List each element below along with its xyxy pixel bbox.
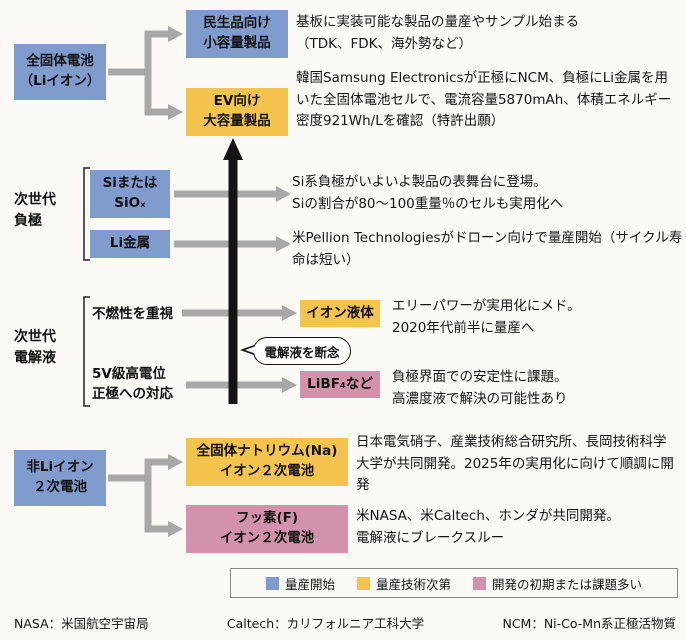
- box-libf4: LiBF₄など: [300, 371, 380, 398]
- desc-consumer: 基板に実装可能な製品の量産やサンプル始まる （TDK、FDK、海外勢など）: [296, 14, 580, 52]
- desc-li-metal: 米Pellion Technologiesがドローン向けで量産開始（サイクル寿命…: [292, 230, 683, 268]
- label-5v-cathode: 5V級高電位 正極への対応: [92, 366, 173, 403]
- legend-swatch-blue: [265, 576, 279, 590]
- desc-ev: 韓国Samsung Electronicsが正極にNCM、負極にLi金属を用いた…: [296, 70, 672, 130]
- desc-si: Si系負極がいよいよ製品の表舞台に登場。 Siの割合が80～100重量％のセルも…: [292, 174, 564, 212]
- box-si-siox: Siまたは SiOₓ: [90, 170, 170, 218]
- branch-arrowheads-nonli: [168, 454, 183, 537]
- box-consumer-small-capacity: 民生品向け 小容量製品: [186, 10, 288, 58]
- footnotes: NASA：米国航空宇宙局 Caltech：カリフォルニア工科大学 NCM：Ni-…: [14, 613, 676, 632]
- branch-arrow-solid-state: [108, 30, 168, 116]
- desc-fluoride-ion: 米NASA、米Caltech、ホンダが共同開発。 電解液にブレークスルー: [356, 508, 620, 546]
- legend: 量産開始 量産技術次第 開発の初期または課題多い: [230, 568, 678, 598]
- legend-label: 量産開始: [284, 576, 335, 592]
- desc-solid-sodium: 日本電気硝子、産業技術総合研究所、長岡技術科学大学が共同開発。2025年の実用化…: [356, 434, 674, 494]
- footnote-caltech: Caltech：カリフォルニア工科大学: [226, 616, 425, 631]
- section-label-anode: 次世代 負極: [14, 192, 56, 229]
- box-fluoride-ion: フッ素(F) イオン２次電池: [186, 505, 348, 553]
- footnote-nasa: NASA：米国航空宇宙局: [14, 616, 149, 631]
- label-nonflammable: 不燃性を重視: [92, 306, 173, 322]
- branch-arrowheads-solid-state: [168, 26, 183, 120]
- legend-item-mass-production: 量産開始: [265, 574, 335, 593]
- box-solid-state-li: 全固体電池 （Liイオン）: [14, 44, 106, 100]
- box-solid-sodium: 全固体ナトリウム(Na) イオン２次電池: [186, 438, 348, 486]
- callout-electrolyte-abandoned: 電解液を断念: [240, 337, 351, 365]
- legend-label: 開発の初期または課題多い: [492, 576, 643, 592]
- bracket-electrolyte: [83, 296, 90, 407]
- legend-item-production-tech: 量産技術次第: [356, 574, 451, 593]
- legend-label: 量産技術次第: [375, 576, 451, 592]
- upward-progress-arrow: [223, 138, 243, 404]
- desc-ionic-liquid: エリーパワーが実用化にメド。 2020年代前半に量産へ: [392, 298, 581, 336]
- box-ev-large-capacity: EV向け 大容量製品: [186, 88, 288, 136]
- legend-swatch-yellow: [356, 576, 370, 590]
- row-arrowheads: [276, 186, 297, 393]
- box-non-li-battery: 非Liイオン ２次電池: [14, 450, 106, 506]
- bracket-anode: [83, 167, 90, 261]
- desc-libf4: 負極界面での安定性に課題。 高濃度液で解決の可能性あり: [392, 369, 568, 407]
- box-ionic-liquid: イオン液体: [300, 300, 380, 327]
- branch-arrow-nonli: [108, 458, 168, 533]
- box-li-metal: Li金属: [90, 230, 170, 258]
- legend-item-early-development: 開発の初期または課題多い: [473, 574, 642, 593]
- footnote-ncm: NCM：Ni-Co-Mn系正極活物質: [502, 616, 676, 631]
- section-label-electrolyte: 次世代 電解液: [14, 329, 56, 366]
- legend-swatch-pink: [473, 576, 486, 590]
